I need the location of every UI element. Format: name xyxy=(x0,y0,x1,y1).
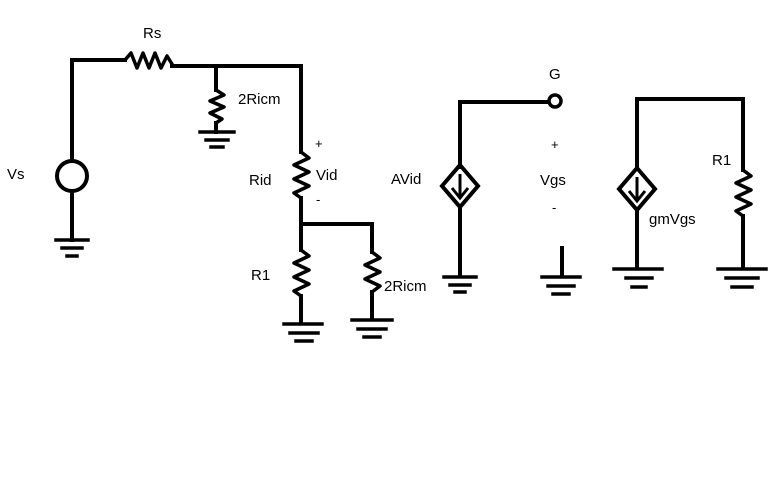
label-avid: AVid xyxy=(391,171,422,188)
label-minus-vgs: - xyxy=(552,200,557,215)
ground-r1-right-icon xyxy=(716,267,768,289)
gmvgs-arrow-icon xyxy=(627,177,647,204)
label-gmvgs: gmVgs xyxy=(649,211,696,228)
label-plus-vgs: + xyxy=(551,137,559,152)
label-2ricm-bottom: 2Ricm xyxy=(384,278,427,295)
label-vgs: Vgs xyxy=(540,172,566,189)
wire-lower-node-to-2ricm xyxy=(299,222,374,254)
resistor-r1-left-icon xyxy=(292,248,311,298)
input-network xyxy=(54,51,394,343)
label-plus-vid: + xyxy=(315,136,323,151)
wire-vs-up xyxy=(70,58,127,163)
voltage-source-vs-icon xyxy=(55,159,89,193)
label-minus-vid: - xyxy=(316,192,321,207)
label-rs: Rs xyxy=(143,25,162,42)
resistor-rs-icon xyxy=(123,51,174,70)
resistor-2ricm-bottom-icon xyxy=(363,250,382,294)
label-2ricm-top: 2Ricm xyxy=(238,91,281,108)
ground-2ricm-bottom-icon xyxy=(350,318,394,339)
ground-avid-icon xyxy=(442,275,478,294)
ground-gmvgs-icon xyxy=(612,267,664,289)
resistor-r1-right-icon xyxy=(734,168,753,218)
resistor-rid-icon xyxy=(292,150,311,200)
ground-vgs-icon xyxy=(540,275,582,296)
ground-2ricm-top-icon xyxy=(198,130,236,149)
label-vs: Vs xyxy=(7,166,25,183)
label-r1-right: R1 xyxy=(712,152,732,169)
terminal-g-icon xyxy=(547,93,563,109)
output-network xyxy=(612,97,768,289)
ground-r1-left-icon xyxy=(282,322,324,343)
resistor-2ricm-top-icon xyxy=(208,88,226,125)
dependent-source-avid-network xyxy=(439,93,582,296)
wire-avid-to-g xyxy=(458,100,550,169)
avid-arrow-icon xyxy=(450,174,470,201)
ground-vs-icon xyxy=(54,238,90,258)
label-r1-left: R1 xyxy=(251,267,271,284)
label-g: G xyxy=(549,66,561,83)
label-rid: Rid xyxy=(249,172,272,189)
label-vid: Vid xyxy=(316,167,338,184)
wire-top-loop xyxy=(635,97,745,172)
